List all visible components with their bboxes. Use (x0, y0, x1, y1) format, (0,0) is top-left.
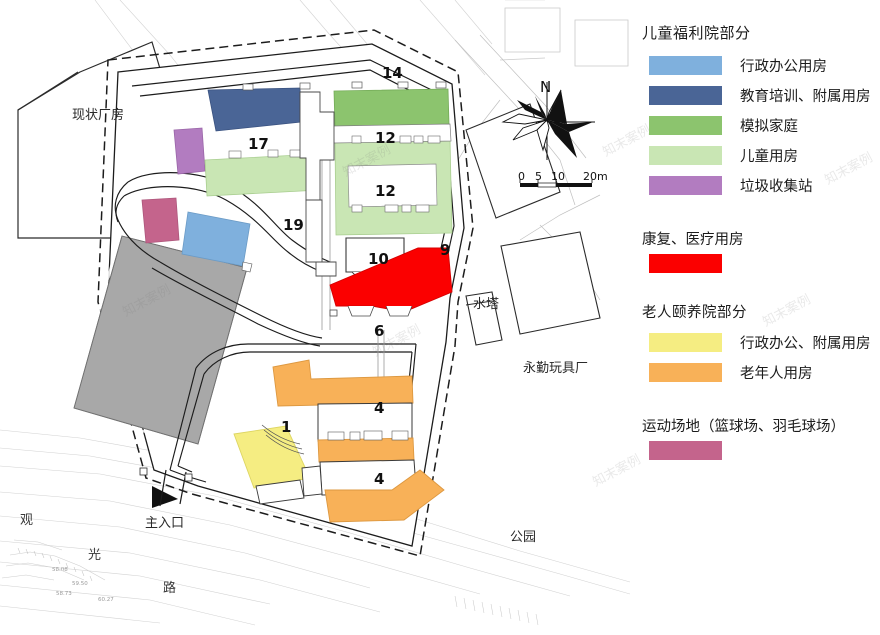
legend-group-title: 老人颐养院部分 (642, 305, 747, 321)
legend-item-children-rooms[interactable]: 儿童用房 (642, 142, 880, 168)
legend-item-elderly-rooms[interactable]: 老年人用房 (642, 359, 880, 385)
building-number-4-lower: 4 (374, 470, 385, 488)
legend-item-education-training[interactable]: 教育培训、附属用房 (642, 82, 880, 108)
map-label-main-entrance: 主入口 (145, 516, 185, 531)
legend-group-medical[interactable]: 康复、医疗用房 (642, 228, 880, 273)
building-number-4-upper: 4 (374, 399, 385, 417)
road-name-char-2: 光 (88, 548, 102, 563)
legend-group-title: 康复、医疗用房 (642, 232, 744, 248)
scale-tick-20m: 20m (583, 170, 608, 183)
legend-group-title: 儿童福利院部分 (642, 24, 751, 42)
map-label-yongqin-toy-factory: 永勤玩具厂 (523, 361, 589, 376)
corridor-structures (299, 91, 337, 277)
building-number-12-upper: 12 (375, 129, 396, 147)
legend-item-waste-station[interactable]: 垃圾收集站 (642, 172, 880, 198)
legend-label-children-rooms: 儿童用房 (740, 148, 798, 165)
legend-panel: 儿童福利院部分 行政办公用房 教育培训、附属用房 模拟家庭 儿童用房 垃圾收集站 (642, 22, 880, 462)
main-entrance-arrow (152, 486, 178, 508)
scale-tick-0: 0 (518, 170, 525, 183)
sports-court-area (141, 197, 180, 244)
road-name-char-1: 观 (20, 513, 34, 528)
building-number-17: 17 (248, 135, 269, 153)
legend-label-simulated-family: 模拟家庭 (740, 118, 798, 135)
context-survey-lines (0, 0, 630, 626)
compass-north-label: N (540, 78, 552, 96)
scale-tick-10: 10 (551, 170, 565, 183)
legend-swatch-simulated-family (649, 115, 722, 135)
building-number-1: 1 (281, 418, 292, 436)
legend-item-simulated-family[interactable]: 模拟家庭 (642, 112, 880, 138)
legend-label-admin-office: 行政办公用房 (740, 58, 827, 75)
building-number-9: 9 (440, 241, 451, 259)
legend-label-education-training: 教育培训、附属用房 (740, 88, 871, 105)
legend-group-child-welfare: 儿童福利院部分 行政办公用房 教育培训、附属用房 模拟家庭 儿童用房 垃圾收集站 (642, 22, 880, 198)
context-buildings-ne (465, 103, 601, 346)
plaza-arc-detail (261, 424, 305, 455)
scale-tick-5: 5 (535, 170, 542, 183)
building-number-10: 10 (368, 250, 389, 268)
context-buildings-faint (499, 7, 629, 67)
legend-label-elderly-rooms: 老年人用房 (740, 365, 813, 382)
road-name-char-3: 路 (163, 581, 177, 596)
building-children-rooms-west (204, 153, 321, 197)
building-number-14: 14 (382, 64, 403, 82)
legend-swatch-children-rooms (649, 145, 722, 165)
building-elderly-middle (317, 437, 415, 463)
legend-item-elderly-admin[interactable]: 行政办公、附属用房 (642, 329, 880, 355)
scale-bar (519, 179, 593, 188)
legend-label-waste-station: 垃圾收集站 (740, 178, 813, 195)
legend-group-elderly-care: 老人颐养院部分 行政办公、附属用房 老年人用房 (642, 301, 880, 385)
map-label-park: 公园 (510, 530, 537, 545)
svg-text:60.27: 60.27 (98, 597, 114, 603)
legend-swatch-admin-office (649, 55, 722, 75)
legend-swatch-waste-station (649, 175, 722, 195)
legend-swatch-medical (649, 254, 722, 273)
building-simulated-family (333, 88, 450, 128)
map-label-existing-factory: 现状厂房 (72, 108, 125, 123)
svg-text:59.50: 59.50 (72, 581, 88, 587)
legend-spacer (642, 389, 880, 415)
legend-group-sports[interactable]: 运动场地（篮球场、羽毛球场） (642, 415, 880, 460)
building-elderly-south (324, 469, 445, 523)
legend-spacer (642, 275, 880, 301)
legend-label-elderly-admin: 行政办公、附属用房 (740, 335, 871, 352)
legend-swatch-elderly-rooms (649, 362, 722, 382)
legend-group-title: 运动场地（篮球场、羽毛球场） (642, 419, 845, 435)
legend-swatch-education-training (649, 85, 722, 105)
svg-text:58.73: 58.73 (56, 591, 72, 597)
map-label-water-tower: 水塔 (473, 297, 500, 312)
legend-swatch-sports (649, 441, 722, 460)
building-waste-station (173, 127, 206, 175)
compass-rose (501, 82, 595, 160)
legend-spacer (642, 202, 880, 228)
building-number-19: 19 (283, 216, 304, 234)
building-medical-rehab (329, 247, 453, 313)
building-number-6: 6 (374, 322, 385, 340)
legend-swatch-elderly-admin (649, 332, 722, 352)
building-number-12-lower: 12 (375, 182, 396, 200)
site-plan-map: 58.08 59.50 58.73 60.27 (0, 0, 654, 626)
building-elderly-north (272, 359, 414, 407)
legend-item-admin-office[interactable]: 行政办公用房 (642, 52, 880, 78)
